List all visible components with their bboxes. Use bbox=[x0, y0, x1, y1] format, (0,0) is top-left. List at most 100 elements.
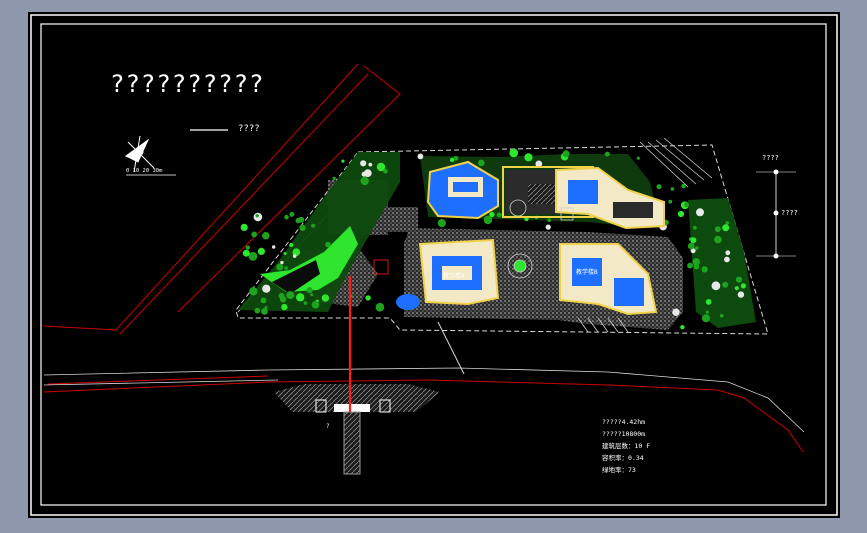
tree-symbol bbox=[702, 314, 710, 323]
tree-symbol bbox=[705, 299, 712, 305]
tree-symbol bbox=[562, 150, 570, 158]
tree-symbol bbox=[383, 168, 388, 174]
north-arrow-icon bbox=[125, 135, 155, 173]
tree-symbol bbox=[325, 241, 331, 248]
tree-symbol bbox=[535, 160, 543, 168]
inner-frame bbox=[40, 23, 827, 506]
stat-4: 容积率：0.34 bbox=[602, 453, 644, 462]
tree-symbol bbox=[722, 281, 729, 288]
tree-symbol bbox=[368, 162, 373, 167]
tree-symbol bbox=[286, 291, 295, 300]
tree-symbol bbox=[272, 245, 276, 249]
legend-header: ???? bbox=[762, 154, 779, 162]
tree-symbol bbox=[311, 223, 316, 228]
scale-bar-text: 0 10 20 30m bbox=[126, 168, 163, 174]
tree-symbol bbox=[360, 160, 367, 167]
stat-2: ?????10800m bbox=[602, 430, 645, 438]
tree-symbol bbox=[245, 245, 250, 250]
parking-stalls bbox=[577, 137, 713, 333]
tree-symbol bbox=[283, 252, 287, 255]
tree-symbol bbox=[509, 148, 519, 158]
tree-symbol bbox=[705, 310, 709, 314]
tree-symbol bbox=[262, 284, 271, 293]
tree-symbol bbox=[687, 262, 693, 269]
tree-symbol bbox=[701, 266, 708, 273]
tree-symbol bbox=[306, 287, 313, 294]
tree-symbol bbox=[261, 308, 268, 315]
tree-symbol bbox=[692, 258, 700, 266]
tree-symbol bbox=[284, 214, 289, 220]
stat-1: ?????4.42hm bbox=[602, 418, 645, 426]
tree-symbol bbox=[251, 231, 258, 238]
tree-symbol bbox=[260, 297, 267, 304]
entrance-label: ? bbox=[326, 423, 330, 430]
tree-symbol bbox=[547, 218, 551, 222]
tree-symbol bbox=[693, 225, 697, 230]
tree-symbol bbox=[680, 325, 685, 330]
tree-symbol bbox=[255, 214, 259, 218]
courtyard-features bbox=[373, 199, 574, 279]
tree-symbol bbox=[696, 208, 704, 217]
stats-block: ?????4.42hm ?????10800m 建筑层数：10 F 容积率：0.… bbox=[602, 418, 650, 474]
tree-symbol bbox=[303, 301, 308, 305]
tree-symbol bbox=[681, 183, 686, 189]
tree-symbol bbox=[677, 210, 685, 218]
tree-symbol bbox=[321, 294, 330, 302]
tree-symbol bbox=[690, 237, 697, 244]
tree-symbol bbox=[604, 151, 610, 157]
tree-symbol bbox=[496, 212, 502, 218]
tree-symbol bbox=[242, 249, 250, 257]
tree-symbol bbox=[695, 246, 699, 250]
tree-symbol bbox=[437, 219, 446, 228]
tree-symbol bbox=[483, 215, 493, 225]
tree-symbol bbox=[341, 159, 345, 163]
building-north-east bbox=[555, 166, 665, 230]
tree-symbol bbox=[668, 199, 673, 204]
tree-symbol bbox=[725, 221, 729, 225]
building-south-west: 教学楼A bbox=[396, 238, 500, 310]
tree-symbol bbox=[276, 263, 284, 271]
tree-symbol bbox=[453, 155, 459, 161]
tree-symbol bbox=[240, 223, 248, 231]
tree-symbol bbox=[254, 307, 261, 314]
tree-symbol bbox=[449, 157, 455, 163]
tree-symbol bbox=[363, 169, 372, 178]
tree-symbol bbox=[711, 281, 721, 291]
entrance-plaza: ? bbox=[274, 384, 440, 475]
tree-symbol bbox=[281, 303, 288, 311]
tree-symbol bbox=[545, 224, 551, 230]
tree-symbol bbox=[248, 252, 258, 261]
tree-symbol bbox=[725, 250, 731, 256]
tree-symbol bbox=[684, 202, 689, 208]
tree-symbol bbox=[740, 283, 747, 289]
cad-viewport[interactable]: ?????????? ???? 0 10 20 30m bbox=[28, 12, 840, 518]
tree-symbol bbox=[289, 243, 294, 247]
tree-symbol bbox=[690, 248, 696, 254]
legend: ???? ???? bbox=[756, 154, 798, 259]
tree-symbol bbox=[279, 295, 287, 303]
tree-symbol bbox=[724, 256, 730, 263]
scale-label: ???? bbox=[238, 124, 260, 134]
drawing-title: ?????????? bbox=[110, 70, 265, 98]
building-south-east: 教学楼B bbox=[559, 243, 658, 316]
tree-symbol bbox=[360, 176, 369, 186]
tree-symbol bbox=[289, 211, 295, 217]
tree-symbol bbox=[714, 235, 722, 244]
tree-symbol bbox=[365, 295, 371, 301]
tree-symbol bbox=[262, 232, 270, 240]
tree-symbol bbox=[524, 153, 533, 162]
tree-symbol bbox=[249, 287, 258, 296]
stat-3: 建筑层数：10 F bbox=[602, 441, 650, 450]
tree-symbol bbox=[284, 266, 288, 270]
tree-symbol bbox=[280, 260, 284, 265]
tree-symbol bbox=[489, 211, 495, 218]
tree-symbol bbox=[292, 254, 297, 258]
tree-symbol bbox=[672, 308, 680, 316]
building-label-b: 教学楼B bbox=[576, 268, 598, 276]
site-boundary bbox=[235, 144, 769, 335]
tree-symbol bbox=[292, 248, 301, 256]
building-north-west bbox=[426, 160, 499, 220]
tree-symbol bbox=[296, 293, 305, 302]
tree-symbol bbox=[722, 224, 730, 232]
tree-symbol bbox=[687, 242, 695, 250]
